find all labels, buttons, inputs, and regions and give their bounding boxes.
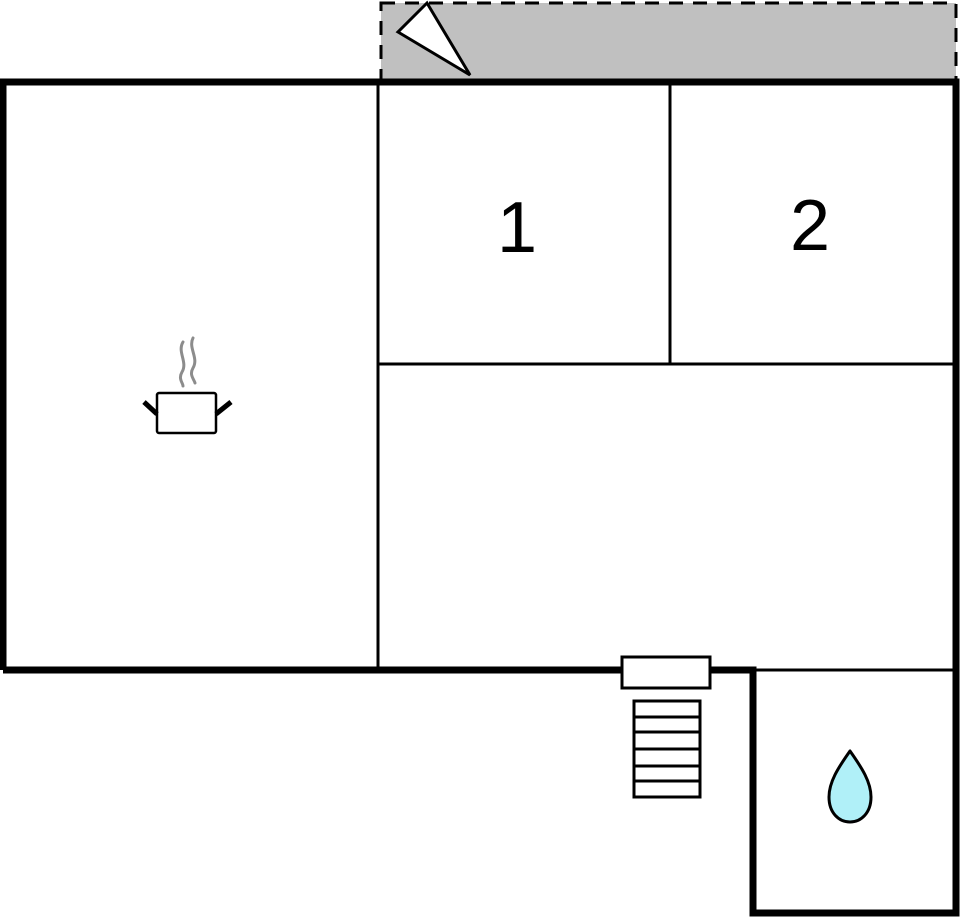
compass-triangle-icon bbox=[395, 0, 472, 77]
terrace bbox=[379, 0, 958, 82]
entrance-stairs bbox=[632, 699, 702, 799]
room-label-1: 1 bbox=[497, 188, 537, 268]
water-drop-icon bbox=[827, 749, 873, 824]
entrance-window bbox=[620, 655, 712, 690]
room-label-2: 2 bbox=[790, 186, 830, 266]
cooking-pot-icon bbox=[142, 336, 233, 435]
internal-walls bbox=[376, 82, 956, 672]
